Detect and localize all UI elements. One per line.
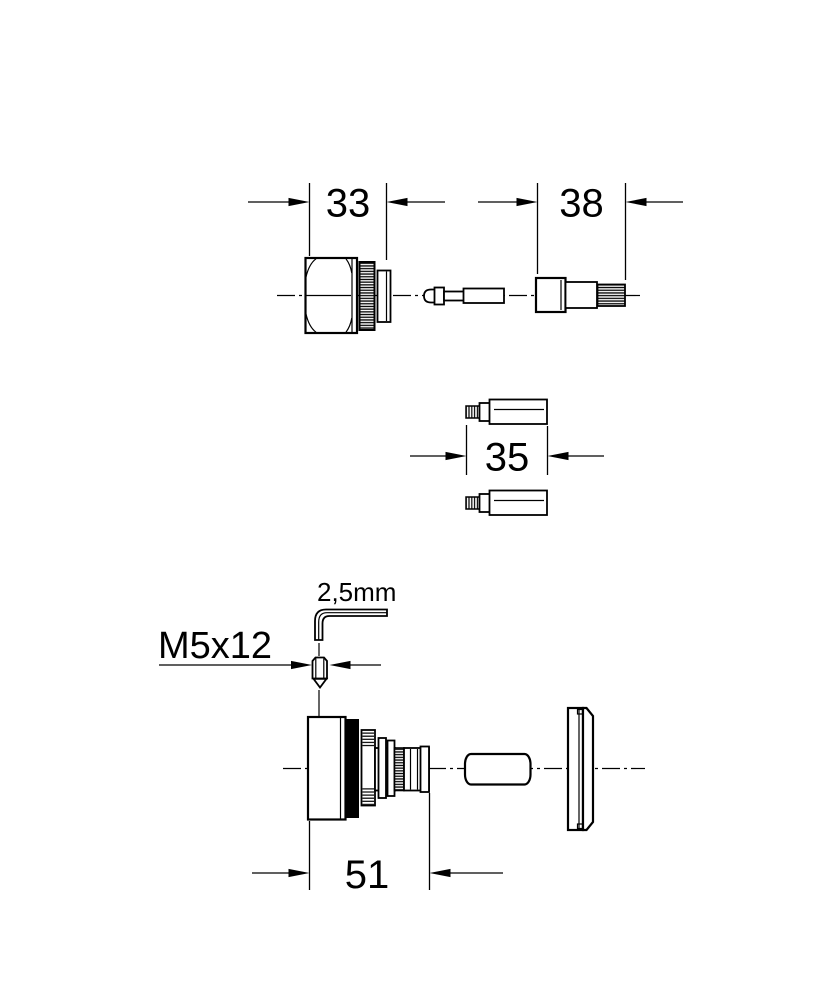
bottom-section: 2,5mm M5x12 <box>158 577 645 897</box>
set-screw-callout: M5x12 <box>158 625 381 670</box>
stud-top <box>465 398 548 425</box>
hex-key-size-label: 2,5mm <box>317 577 396 607</box>
dim-33: 33 <box>248 182 445 260</box>
dim-38: 38 <box>478 182 683 280</box>
extension-sleeve-part <box>304 256 392 335</box>
stud-bottom <box>465 489 548 516</box>
adapter-part <box>534 276 626 314</box>
dim-33-label: 33 <box>326 182 371 226</box>
dim-35: 35 <box>410 425 604 480</box>
dim-38-label: 38 <box>559 182 604 226</box>
spacer-sleeve-part <box>463 752 532 786</box>
allen-key-icon <box>314 608 388 641</box>
dim-51-label: 51 <box>345 853 390 897</box>
spindle-pin-part <box>423 286 505 306</box>
top-assembly: 33 38 <box>248 182 683 335</box>
escutcheon-part <box>566 706 595 832</box>
dim-51: 51 <box>252 793 503 897</box>
mounting-sleeve-part <box>306 715 430 821</box>
stud-set: 35 <box>410 398 604 516</box>
set-screw-part <box>311 656 329 690</box>
dim-35-label: 35 <box>485 436 530 480</box>
set-screw-spec-label: M5x12 <box>158 625 272 667</box>
